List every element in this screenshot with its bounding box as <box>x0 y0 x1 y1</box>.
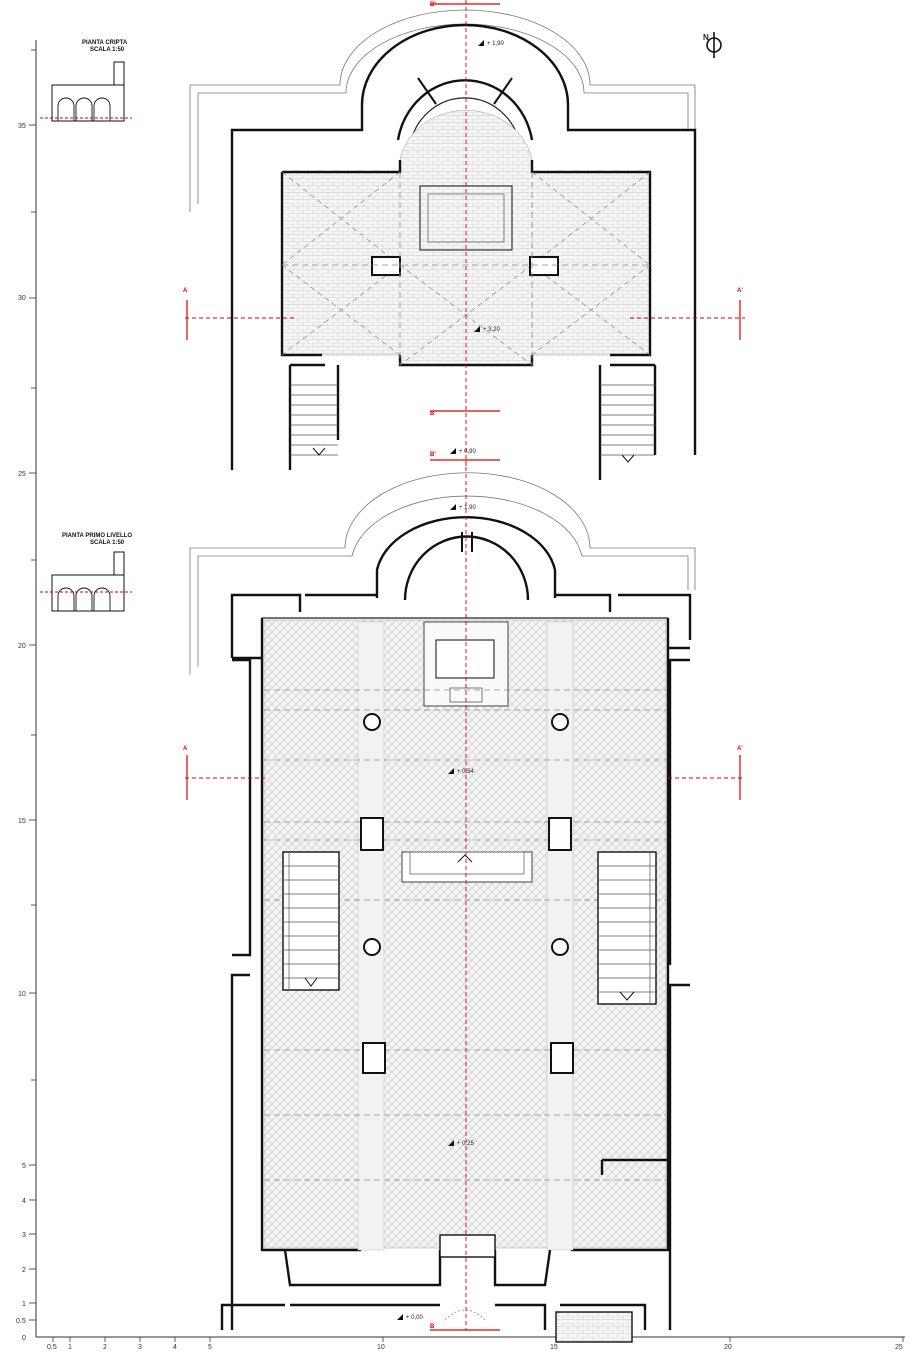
elevation-marker-crypt-1: + 1,90 <box>478 40 505 47</box>
first-level-plan-title: PIANTA PRIMO LIVELLO <box>62 533 132 539</box>
crypt-plan-title: PIANTA CRIPTA <box>82 40 128 46</box>
svg-text:+ 1,90: + 1,90 <box>487 41 505 47</box>
crypt-plan: A A' B B' + 1,90 + 3,20 <box>183 0 745 480</box>
hscale-15: 15 <box>550 1344 558 1351</box>
crypt-section-b-bottom: B <box>430 411 435 417</box>
vscale-15: 15 <box>18 818 26 825</box>
level-section-b-top: B' <box>430 452 436 458</box>
vscale-2: 2 <box>22 1267 26 1274</box>
hscale-0-5: 0.5 <box>47 1344 57 1351</box>
hscale-4: 4 <box>173 1344 177 1351</box>
first-level-plan: A A' B' B + 0,90 + 1,90 + 0,54 + 0,25 + … <box>183 448 745 1343</box>
vscale-20: 20 <box>18 643 26 650</box>
hscale-5: 5 <box>208 1344 212 1351</box>
hscale-3: 3 <box>138 1344 142 1351</box>
vscale-1: 1 <box>22 1301 26 1308</box>
crypt-key-thumbnail: PIANTA CRIPTA SCALA 1:50 <box>40 40 132 122</box>
elevation-marker-level-4: + 0,25 <box>448 1140 475 1147</box>
hscale-25: 25 <box>895 1344 903 1351</box>
crypt-section-a-left: A <box>183 288 188 294</box>
svg-text:+ 3,20: + 3,20 <box>483 327 501 333</box>
hscale-10: 10 <box>377 1344 385 1351</box>
north-arrow-icon: N <box>703 32 722 58</box>
vscale-5: 5 <box>22 1163 26 1170</box>
elevation-marker-level-2: + 1,90 <box>450 504 477 511</box>
vscale-10: 10 <box>18 991 26 998</box>
crypt-section-a-right: A' <box>737 288 743 294</box>
vscale-35: 35 <box>18 123 26 130</box>
first-level-key-thumbnail: PIANTA PRIMO LIVELLO SCALA 1:50 <box>40 533 132 612</box>
vscale-30: 30 <box>18 295 26 302</box>
svg-text:+ 0,00: + 0,00 <box>406 1315 424 1321</box>
svg-text:+ 0,90: + 0,90 <box>459 449 477 455</box>
svg-text:+ 0,25: + 0,25 <box>457 1141 475 1147</box>
level-section-a-left: A <box>183 746 188 752</box>
vertical-scale-bar: 35 30 25 20 15 10 5 4 3 2 1 0.5 0 <box>16 40 37 1342</box>
horizontal-scale-bar: 0.5 1 2 3 4 5 10 15 20 25 <box>36 1336 905 1351</box>
vscale-3: 3 <box>22 1232 26 1239</box>
level-section-a-right: A' <box>737 746 743 752</box>
crypt-plan-scale: SCALA 1:50 <box>90 47 125 53</box>
elevation-marker-level-3: + 0,54 <box>448 768 475 775</box>
hscale-20: 20 <box>724 1344 732 1351</box>
level-section-b-bottom: B <box>430 1324 435 1330</box>
elevation-marker-level-1: + 0,90 <box>450 448 477 455</box>
vscale-4: 4 <box>22 1198 26 1205</box>
vscale-0: 0 <box>22 1335 26 1342</box>
hscale-2: 2 <box>103 1344 107 1351</box>
north-label: N <box>703 33 709 42</box>
crypt-section-b-top: B' <box>430 2 436 8</box>
first-level-plan-scale: SCALA 1:50 <box>90 540 125 546</box>
svg-text:+ 1,90: + 1,90 <box>459 505 477 511</box>
vscale-0-5: 0.5 <box>16 1318 26 1325</box>
vscale-25: 25 <box>18 471 26 478</box>
svg-text:+ 0,54: + 0,54 <box>457 769 475 775</box>
elevation-marker-level-5: + 0,00 <box>397 1314 424 1321</box>
elevation-marker-crypt-2: + 3,20 <box>474 326 501 333</box>
hscale-1: 1 <box>68 1344 72 1351</box>
